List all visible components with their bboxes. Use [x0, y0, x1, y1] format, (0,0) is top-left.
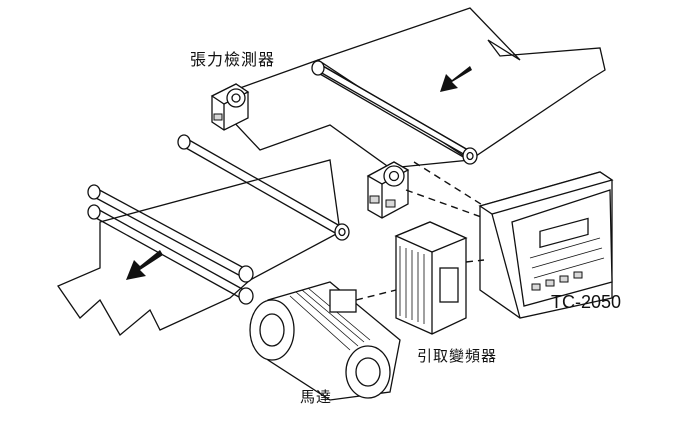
motor-unit — [249, 281, 401, 401]
controller-model-label: TC-2050 — [551, 292, 622, 312]
signal-line-inverter — [465, 259, 485, 263]
signal-line-detector-top — [413, 161, 485, 207]
inverter-unit — [394, 221, 468, 335]
controller-unit — [478, 171, 614, 319]
signal-line-detector-bottom — [405, 189, 485, 219]
feed-arrow-top-icon — [440, 66, 472, 92]
roller-middle — [177, 134, 350, 241]
motor-label: 馬達 — [300, 388, 333, 406]
roller-lower-a — [87, 184, 254, 283]
take-up-inverter-label: 引取變頻器 — [417, 347, 498, 365]
roller-top-right — [311, 60, 478, 165]
roller-lower-b — [87, 204, 254, 305]
feed-arrow-bottom-icon — [126, 250, 163, 280]
tension-detector-left — [210, 83, 250, 131]
tension-detector-right — [366, 161, 410, 219]
signal-line-motor — [355, 289, 397, 301]
tension-detector-label: 張力檢測器 — [190, 50, 276, 69]
